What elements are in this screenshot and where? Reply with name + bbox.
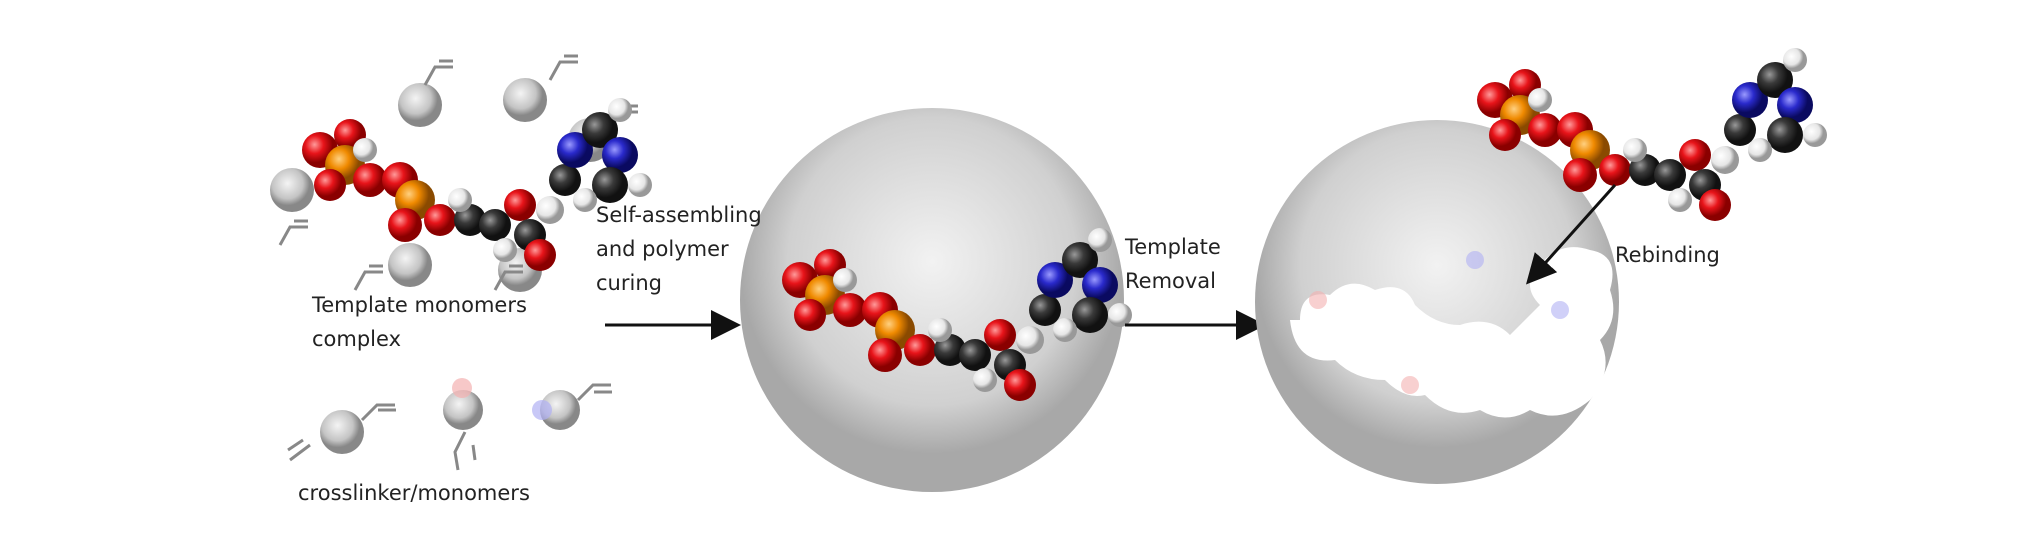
imprinted-polymer-with-template (740, 108, 1132, 492)
label-line: Template monomers (312, 293, 527, 317)
label-template-removal: Template Removal (1125, 230, 1221, 298)
label-rebinding: Rebinding (1615, 243, 1720, 267)
label-line: Self-assembling (596, 203, 762, 227)
label-line: Template (1125, 235, 1221, 259)
label-template-complex: Template monomers complex (312, 288, 527, 356)
label-line: and polymer (596, 237, 729, 261)
label-line: curing (596, 271, 662, 295)
label-line: complex (312, 327, 401, 351)
label-crosslinker: crosslinker/monomers (298, 481, 530, 505)
template-monomer-complex (270, 54, 652, 292)
crosslinker-monomers (287, 378, 612, 471)
arrow-rebinding (1525, 183, 1617, 285)
label-self-assembling: Self-assembling and polymer curing (596, 198, 762, 300)
label-line: Removal (1125, 269, 1217, 293)
imprinted-polymer-cavity (1255, 120, 1619, 484)
